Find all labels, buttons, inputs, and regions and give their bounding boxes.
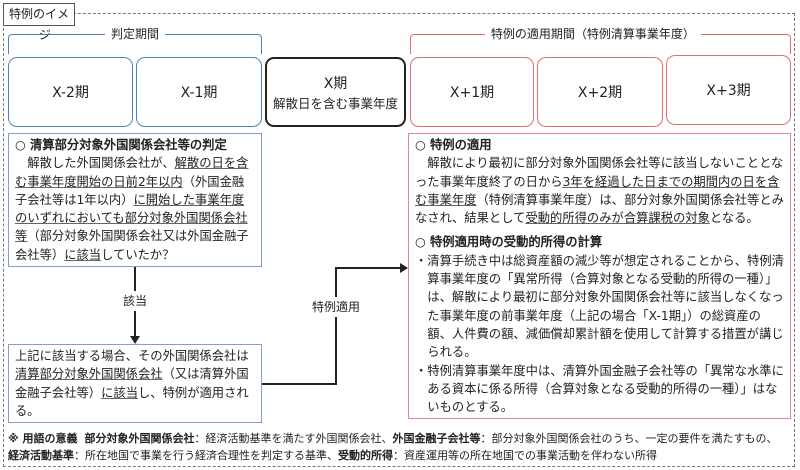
period-x-minus-1: X-1期 [136,57,262,127]
text: し、特例が適用される。 [15,385,249,418]
underlined-text: 清算部分対象外国関係会社 [15,367,163,382]
definition: ：経済活動基準を満たす外国関係会社、 [194,432,393,446]
period-label: X+3期 [706,83,751,99]
judgment-panel: ○ 清算部分対象外国関係会社等の判定 解散した外国関係会社が、解散の日を含む事業… [8,133,262,268]
period-label: X-1期 [180,85,218,101]
footnote: ※ 用語の意義 部分対象外国関係会社：経済活動基準を満たす外国関係会社、外国金融… [8,430,790,464]
special-apply-label: 特例適用 [311,297,361,317]
footnote-mark: ※ 用語の意義 [8,432,78,446]
underlined-text: に該当 [101,385,138,400]
result-text: 上記に該当する場合、その外国関係会社は清算部分対象外国関係会社（又は清算外国金融… [15,347,256,420]
term: 経済活動基準 [8,449,74,463]
period-x: X期解散日を含む事業年度 [265,57,406,127]
judgment-heading: ○ 清算部分対象外国関係会社等の判定 [15,138,227,152]
text: （特例清算事業年度）は、部分対象外国関係会社等とみなされ、結果として [415,192,784,226]
connector-line [335,267,337,385]
arrow-right-icon [400,263,408,273]
text: 上記に該当する場合、その外国関係会社は [15,349,249,364]
period-x-minus-2: X-2期 [8,57,133,127]
applies-connector: 該当 [8,267,262,345]
calculation-bullet-2: ・特例清算事業年度中は、清算外国金融子会社等の「異常な水準にある資本に係る所得（… [415,363,784,415]
underlined-text: に開始した事業年度のいずれにおいても部分対象外国関係会社等 [15,192,248,244]
period-x-plus-1: X+1期 [410,57,534,127]
calculation-heading: ○ 特例適用時の受動的所得の計算 [415,235,603,250]
application-heading: ○ 特例の適用 [415,138,492,152]
application-period-bracket: 特例の適用期間（特例清算事業年度） [410,26,791,54]
period-sub-label: 解散日を含む事業年度 [272,95,398,111]
text: （外国金融子会社等は1年以内） [15,174,245,207]
term: 受動的所得 [338,449,393,463]
main-area: ○ 清算部分対象外国関係会社等の判定 解散した外国関係会社が、解散の日を含む事業… [8,0,791,424]
footnote-line-1: ※ 用語の意義 部分対象外国関係会社：経済活動基準を満たす外国関係会社、外国金融… [8,430,790,447]
term: 外国金融子会社等 [392,432,481,446]
application-text: 解散により最初に部分対象外国関係会社等に該当しないこととなった事業年度終了の日か… [415,154,785,227]
arrow-down-icon [130,336,140,345]
judgment-period-bracket: 判定期間 [8,26,262,54]
text: 解散した外国関係会社が、 [27,156,175,171]
judgment-period-label: 判定期間 [104,26,166,42]
application-period-label: 特例の適用期間（特例清算事業年度） [484,26,701,42]
application-panel: ○ 特例の適用 解散により最初に部分対象外国関係会社等に該当しないこととなった事… [408,133,791,420]
underlined-text: に該当 [64,247,102,262]
calculation-bullet-1: ・清算手続き中は総資産額の減少等が想定されることから、特例清算事業年度の「異常所… [415,253,784,360]
underlined-text: 解散の日を含む事業年度開始の日前2年以内 [15,156,249,189]
underlined-text: 受動的所得のみが合算課税の対象 [525,211,710,226]
footnote-line-2: 経済活動基準：所在地国で事業を行う経済合理性を判定する基準、受動的所得：資産運用… [8,447,790,464]
left-column: ○ 清算部分対象外国関係会社等の判定 解散した外国関係会社が、解散の日を含む事業… [8,133,262,424]
period-label: X-2期 [52,85,89,101]
period-x-plus-3: X+3期 [666,55,791,125]
judgment-text: 解散した外国関係会社が、解散の日を含む事業年度開始の日前2年以内（外国金融子会社… [15,154,256,264]
definition: ：所在地国で事業を行う経済合理性を判定する基準、 [74,449,338,463]
period-label: X+2期 [577,85,623,101]
text: となる。 [709,211,759,226]
period-label: X+1期 [449,85,495,101]
connector-line [335,267,401,269]
text: （又は清算外国金融子会社等） [15,367,249,400]
text: （部分対象外国関係会社又は外国金融子会社等） [15,229,249,262]
result-panel: 上記に該当する場合、その外国関係会社は清算部分対象外国関係会社（又は清算外国金融… [8,344,262,424]
diagram-title: 特例のイメージ [3,3,75,42]
text: 解散により最初に部分対象外国関係会社等に該当しないこととなった事業年度終了の日か… [415,156,784,189]
text: していたか？ [101,247,175,262]
period-label: X期 [323,75,348,92]
connector-line [262,383,337,385]
term: 部分対象外国関係会社 [84,432,195,446]
period-x-plus-2: X+2期 [537,57,663,127]
applies-label: 該当 [122,291,148,312]
underlined-text: 3年を経過した日までの期間内の日を含む事業年度 [415,174,780,207]
definition: ：資産運用等の所在地国での事業活動を伴わない所得 [393,449,657,463]
definition: ：部分対象外国関係会社のうち、一定の要件を満たすもの、 [480,432,778,446]
